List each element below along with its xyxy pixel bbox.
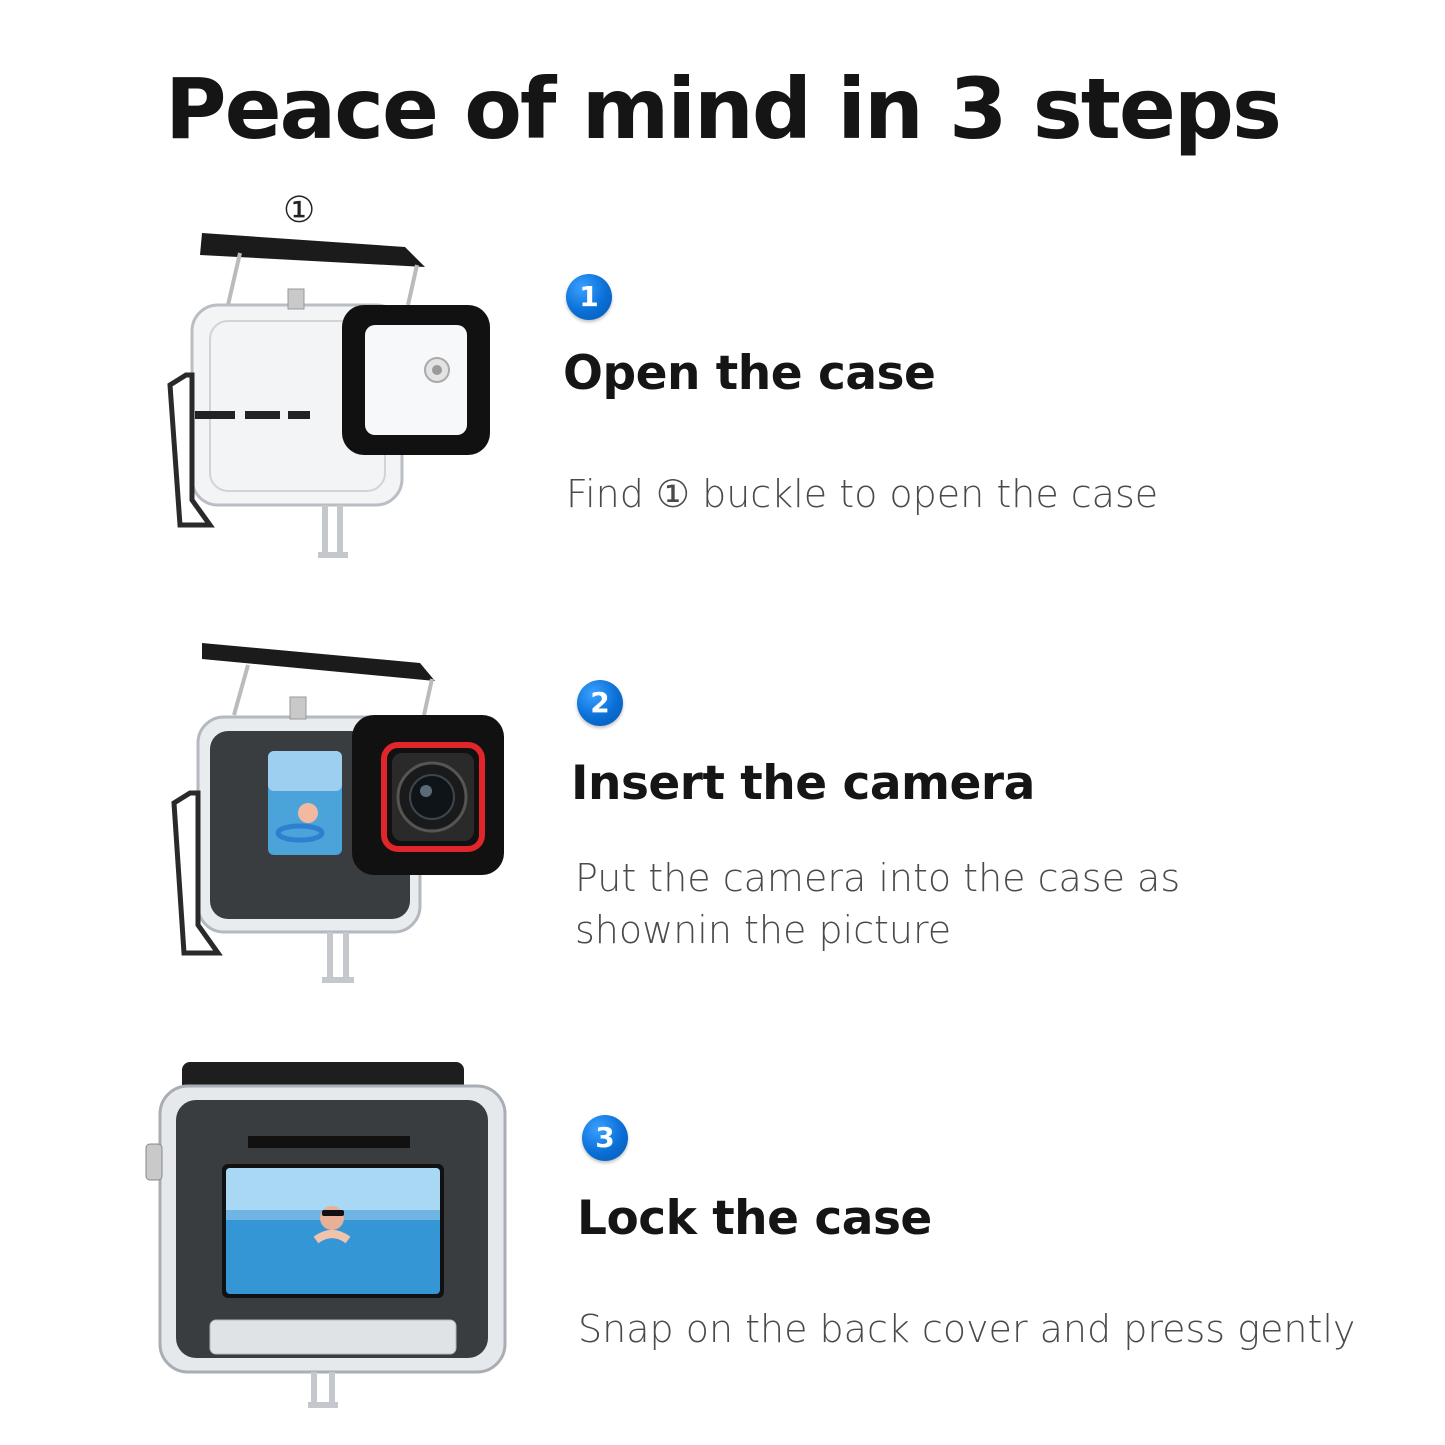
step-1-badge: 1 [566, 274, 612, 320]
step-1-description: Find ① buckle to open the case [566, 472, 1159, 516]
open-case-image [140, 225, 500, 575]
step-3-title: Lock the case [577, 1191, 932, 1246]
page-title: Peace of mind in 3 steps [165, 60, 1282, 158]
buckle-marker: ① [283, 190, 316, 231]
step-2-description-line-1: Put the camera into the case as [575, 856, 1181, 900]
step-2-title: Insert the camera [571, 756, 1035, 811]
step-3-badge: 3 [582, 1115, 628, 1161]
step-1-title: Open the case [563, 346, 936, 401]
step-3-description: Snap on the back cover and press gently [578, 1307, 1356, 1351]
inserted-camera-image [140, 635, 510, 1000]
step-2-description-line-2: shownin the picture [575, 908, 952, 952]
step-2-badge: 2 [577, 680, 623, 726]
locked-case-image [130, 1060, 520, 1415]
